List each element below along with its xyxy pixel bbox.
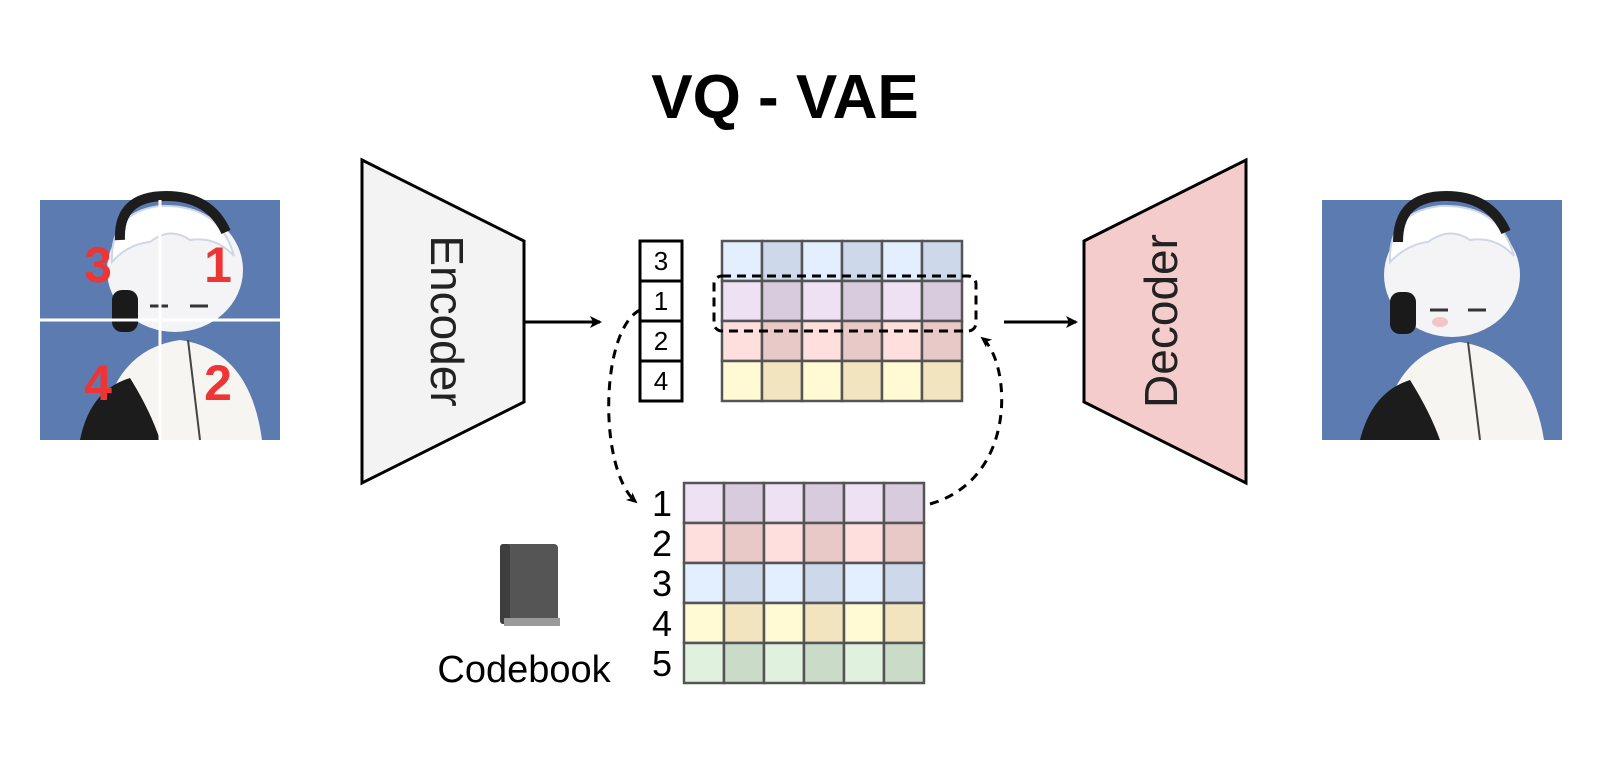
codebook-label: Codebook (437, 649, 611, 691)
codebook-cell (762, 601, 806, 645)
latent-cell (720, 279, 764, 323)
codebook-cell (762, 481, 806, 525)
latent-cell (920, 279, 964, 323)
codebook-cell (882, 521, 926, 565)
latent-cell (880, 319, 924, 363)
latent-index-cell (638, 359, 684, 403)
latent-cell (840, 239, 884, 283)
decoder-block: Decoder (1082, 157, 1248, 486)
latent-index-column: 3 1 2 4 (638, 239, 684, 403)
latent-cell (840, 279, 884, 323)
codebook-row-index: 3 (652, 563, 672, 604)
quadrant-label-bottom-left: 4 (84, 355, 112, 411)
codebook-cell (682, 561, 726, 605)
latent-index-label: 4 (654, 366, 668, 396)
latent-index-label: 1 (654, 286, 668, 316)
codebook-cell (722, 561, 766, 605)
character-illustration (80, 190, 262, 441)
encoder-label: Encoder (421, 235, 473, 406)
codebook-cell (842, 481, 886, 525)
lookup-arrow-to-latent (929, 336, 1004, 506)
latent-cell (720, 319, 764, 363)
latent-index-label: 2 (654, 326, 668, 356)
decoder-label: Decoder (1135, 234, 1187, 408)
codebook-cell (802, 481, 846, 525)
selected-row-highlight (712, 274, 978, 333)
latent-embedding-grid (720, 239, 964, 403)
latent-cell (880, 279, 924, 323)
codebook-cell (882, 481, 926, 525)
codebook-row-index: 1 (652, 483, 672, 524)
latent-cell (760, 359, 804, 403)
latent-cell (760, 319, 804, 363)
latent-cell (880, 359, 924, 403)
codebook-cell (842, 641, 886, 685)
latent-cell (720, 359, 764, 403)
latent-cell (760, 239, 804, 283)
book-icon (500, 544, 560, 626)
latent-cell (840, 359, 884, 403)
codebook-cell (842, 561, 886, 605)
page-title: VQ - VAE (651, 63, 919, 132)
codebook-cell (762, 641, 806, 685)
quadrant-label-top-right: 1 (204, 237, 232, 293)
codebook-cell (802, 601, 846, 645)
codebook-cell (682, 601, 726, 645)
codebook-cell (842, 521, 886, 565)
output-image (1322, 190, 1562, 441)
codebook-grid (682, 481, 926, 685)
codebook-cell (682, 481, 726, 525)
codebook-cell (722, 641, 766, 685)
codebook-row-index: 4 (652, 603, 672, 644)
latent-cell (800, 279, 844, 323)
input-image: 3 1 4 2 (40, 190, 280, 441)
codebook-cell (762, 561, 806, 605)
latent-index-cell (638, 319, 684, 363)
codebook-cell (722, 521, 766, 565)
codebook-cell (802, 561, 846, 605)
latent-cell (920, 319, 964, 363)
codebook-cell (722, 601, 766, 645)
lookup-arrow-to-codebook (607, 308, 641, 504)
latent-cell (920, 359, 964, 403)
codebook-cell (802, 641, 846, 685)
codebook-cell (682, 641, 726, 685)
codebook-cell (882, 601, 926, 645)
codebook-cell (802, 521, 846, 565)
latent-cell (840, 319, 884, 363)
encoder-block: Encoder (360, 157, 526, 486)
latent-index-label: 3 (654, 246, 668, 276)
codebook-cell (682, 521, 726, 565)
latent-cell (920, 239, 964, 283)
codebook-cell (842, 601, 886, 645)
quadrant-label-top-left: 3 (84, 237, 112, 293)
latent-cell (800, 319, 844, 363)
codebook-cell (882, 641, 926, 685)
latent-cell (800, 359, 844, 403)
codebook-cell (722, 481, 766, 525)
quadrant-label-bottom-right: 2 (204, 355, 232, 411)
codebook-cell (762, 521, 806, 565)
codebook-cell (882, 561, 926, 605)
codebook-row-index: 5 (652, 643, 672, 684)
latent-cell (760, 279, 804, 323)
codebook-row-index: 2 (652, 523, 672, 564)
